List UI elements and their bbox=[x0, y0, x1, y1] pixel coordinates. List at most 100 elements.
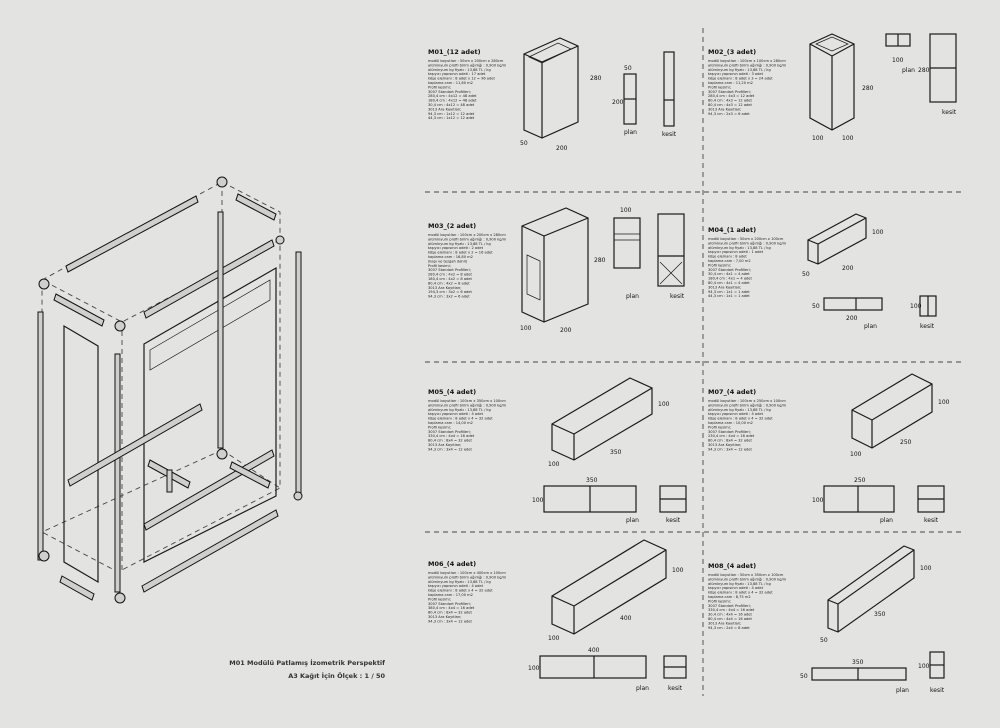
dim-label: 100 bbox=[910, 303, 922, 310]
spec-line: alüminyum profil birim ağırlığı : 0,900 … bbox=[708, 241, 787, 245]
spec-line: 330,4 cm : 4x4 = 16 adet bbox=[428, 434, 475, 438]
module-specs: modül boyutları : 50cm x 350cm x 100cm al… bbox=[708, 573, 787, 630]
module-m05: M05_(4 adet) modül boyutları : 100cm x 3… bbox=[428, 377, 687, 524]
spec-line: 3007 Standart Profilleri; bbox=[708, 268, 751, 272]
spec-line: köşe elemanı : 8 adet x 4 = 32 adet bbox=[708, 591, 773, 595]
sheet-title: M01 Modülü Patlamış İzometrik Perspektif bbox=[229, 658, 385, 667]
spec-line: (kapı ve tezgah dahil) bbox=[428, 259, 468, 263]
spec-line: 3013 Ara Kayıtları; bbox=[428, 286, 462, 290]
spec-line: taşıyıcı yapısının adeti : 1 adet bbox=[708, 250, 764, 254]
sheet-grid-lines bbox=[425, 28, 962, 696]
spec-line: Profil kesimi; bbox=[708, 599, 731, 603]
dim-label: 400 bbox=[588, 647, 600, 654]
module-m01: M01_(12 adet) modül boyutları : 50cm x 2… bbox=[428, 37, 677, 152]
plan-label: plan bbox=[626, 293, 639, 300]
plan-label: plan bbox=[636, 685, 649, 692]
module-title: M01_(12 adet) bbox=[428, 48, 481, 56]
spec-line: 94,3 cm : 1x1 = 1 adet bbox=[708, 290, 750, 294]
section-drawing: kesit bbox=[662, 51, 677, 138]
spec-line: 80,4 cm : 4x2 = 8 adet bbox=[428, 281, 470, 285]
spec-line: modül boyutları : 50cm x 350cm x 100cm bbox=[708, 573, 784, 577]
plan-drawing: 400 100 plan bbox=[528, 647, 649, 692]
dim-label: 100 bbox=[528, 665, 540, 672]
section-label: kesit bbox=[930, 687, 945, 694]
spec-line: Profil kesimi; bbox=[428, 264, 451, 268]
spec-line: köşe elemanı : 8 adet x 4 = 32 adet bbox=[428, 589, 493, 593]
spec-line: alüminyum profil birim ağırlığı : 0,900 … bbox=[708, 63, 787, 67]
isometric-drawing: 100 250 100 bbox=[850, 373, 950, 458]
profile-bars-vertical bbox=[37, 211, 302, 593]
dim-label: 100 bbox=[842, 135, 854, 142]
spec-line: 94,3 cm : 3x2 = 6 adet bbox=[428, 295, 470, 299]
glass-panels bbox=[63, 266, 277, 584]
section-label: kesit bbox=[670, 293, 685, 300]
spec-line: taşıyıcı yapısının adeti : 4 adet bbox=[428, 584, 484, 588]
section-label: kesit bbox=[924, 517, 939, 524]
spec-line: modül boyutları : 100cm x 100cm x 280cm bbox=[708, 59, 786, 63]
isometric-drawing: 280 100 100 bbox=[809, 33, 874, 142]
dim-label: 100 bbox=[658, 401, 670, 408]
dim-label: 100 bbox=[532, 497, 544, 504]
spec-line: 3013 Ara Kayıtları; bbox=[428, 107, 462, 111]
spec-line: 3013 Ara Kayıtları; bbox=[708, 285, 742, 289]
section-label: kesit bbox=[920, 323, 935, 330]
module-m04: M04_(1 adet) modül boyutları : 50cm x 20… bbox=[708, 213, 937, 330]
plan-drawing: 100 plan bbox=[885, 33, 915, 74]
spec-line: modül boyutları : 100cm x 200cm x 280cm bbox=[428, 233, 506, 237]
spec-line: kaplama cam : 11,60 m2 bbox=[428, 81, 473, 85]
spec-line: taşıyıcı yapısının adeti : 4 adet bbox=[708, 586, 764, 590]
section-drawing: kesit bbox=[659, 485, 687, 524]
profile-bars-bottom bbox=[59, 403, 279, 601]
section-drawing: 280 kesit bbox=[918, 33, 957, 116]
spec-line: 3013 Ara Kayıtları; bbox=[708, 443, 742, 447]
isometric-drawing: 280 200 100 bbox=[520, 207, 606, 334]
spec-line: alüminyum kg fiyatı : 13,88 TL / kg bbox=[428, 408, 491, 412]
module-title: M06_(4 adet) bbox=[428, 560, 476, 568]
spec-line: alüminyum kg fiyatı : 13,88 TL / kg bbox=[708, 582, 771, 586]
spec-line: 80,4 cm : 8x4 = 32 adet bbox=[428, 611, 473, 615]
plan-drawing: 100 plan bbox=[613, 207, 641, 300]
module-m03: M03_(2 adet) modül boyutları : 100cm x 2… bbox=[428, 207, 685, 334]
module-title: M07_(4 adet) bbox=[708, 388, 756, 396]
plan-drawing: 50 200 plan bbox=[612, 65, 637, 136]
spec-line: köşe elemanı : 8 adet x 2 = 16 adet bbox=[428, 251, 493, 255]
spec-line: 94,3 cm : 3x4 = 12 adet bbox=[708, 447, 753, 451]
dim-label: 250 bbox=[900, 439, 912, 446]
spec-line: alüminyum kg fiyatı : 13,88 TL / kg bbox=[428, 580, 491, 584]
spec-line: 94,3 cm : 1x12 = 12 adet bbox=[428, 112, 475, 116]
spec-line: 94,3 cm : 3x4 = 12 adet bbox=[428, 447, 473, 451]
spec-line: 230,4 cm : 4x4 = 16 adet bbox=[708, 434, 755, 438]
spec-line: 3013 Ara Kayıtları; bbox=[708, 107, 742, 111]
dim-label: 50 bbox=[800, 673, 808, 680]
dim-label: 200 bbox=[612, 99, 624, 106]
spec-line: Profil kesimi; bbox=[428, 85, 451, 89]
dim-label: 100 bbox=[548, 461, 560, 468]
section-drawing: 100 kesit bbox=[918, 651, 945, 694]
assembly-dashed-outline bbox=[41, 181, 281, 573]
section-label: kesit bbox=[662, 131, 677, 138]
spec-line: Profil kesimi; bbox=[428, 425, 451, 429]
spec-line: köşe elemanı : 8 adet x 12 = 96 adet bbox=[428, 77, 495, 81]
spec-line: alüminyum kg fiyatı : 13,88 TL / kg bbox=[708, 68, 771, 72]
spec-line: kaplama cam : 17,00 m2 bbox=[428, 593, 473, 597]
dim-label: 200 bbox=[842, 265, 854, 272]
spec-line: köşe elemanı : 8 adet bbox=[708, 255, 747, 259]
plan-label: plan bbox=[902, 67, 915, 74]
spec-line: 80,4 cm : 8x4 = 32 adet bbox=[708, 439, 753, 443]
spec-line: 3007 Standart Profilleri; bbox=[428, 90, 471, 94]
spec-line: 280,4 cm : 4x2 = 8 adet bbox=[428, 273, 473, 277]
dim-label: 280 bbox=[594, 257, 606, 264]
plan-drawing: 350 100 plan bbox=[532, 477, 639, 524]
module-m08: M08_(4 adet) modül boyutları : 50cm x 35… bbox=[708, 545, 945, 694]
plan-label: plan bbox=[624, 129, 637, 136]
dim-label: 100 bbox=[812, 497, 824, 504]
spec-line: 80,4 cm : 4x4 = 16 adet bbox=[708, 617, 753, 621]
isometric-drawing: 100 350 100 bbox=[548, 377, 670, 468]
spec-line: taşıyıcı yapısının adeti : 2 adet bbox=[428, 246, 484, 250]
spec-line: modül boyutları : 50cm x 200cm x 280cm bbox=[428, 59, 504, 63]
spec-line: Profil kesimi; bbox=[708, 263, 731, 267]
spec-line: 280,4 cm : 4x12 = 48 adet bbox=[428, 94, 477, 98]
